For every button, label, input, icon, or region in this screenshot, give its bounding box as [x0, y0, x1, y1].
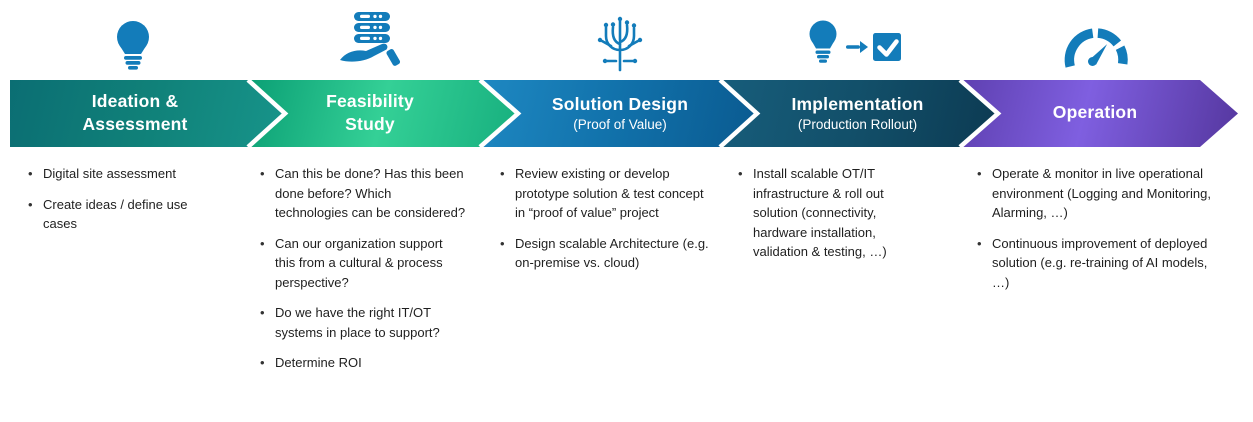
stage-label-implementation: Implementation (Production Rollout)	[735, 80, 980, 147]
brain-circuit-icon	[594, 14, 646, 77]
gauge-icon	[1060, 16, 1132, 75]
stage-label-operation: Operation	[975, 80, 1215, 147]
stage-chevron-band	[10, 80, 1238, 147]
lightbulb-to-check-icon	[803, 20, 909, 77]
stage-title: Operation	[1052, 102, 1138, 123]
bullet-item: Continuous improvement of deployed solut…	[975, 234, 1215, 293]
server-hand-icon	[336, 8, 408, 77]
chevron-stage-operation	[960, 80, 1238, 147]
bullet-item: Determine ROI	[258, 353, 466, 373]
bullet-item: Digital site assessment	[26, 164, 222, 184]
chevron-stage-implementation	[720, 80, 998, 147]
bullet-item: Review existing or develop prototype sol…	[498, 164, 710, 223]
lightbulb-icon	[110, 20, 156, 75]
stage-title: Solution Design	[551, 94, 689, 115]
stage-separator	[478, 80, 522, 147]
stage-label-solution-design: Solution Design (Proof of Value)	[495, 80, 745, 147]
stage-separator	[718, 80, 761, 147]
stage-title: Feasibility Study	[326, 90, 414, 134]
bullet-item: Can this be done? Has this been done bef…	[258, 164, 466, 223]
stage-title: Ideation & Assessment	[82, 90, 188, 134]
bullet-item: Do we have the right IT/OT systems in pl…	[258, 303, 466, 342]
chevron-stage-feasibility-study	[245, 80, 518, 147]
bullet-item: Can our organization support this from a…	[258, 234, 466, 293]
chevron-stage-solution-design	[480, 80, 757, 147]
chevron-stage-ideation-assessment	[10, 80, 285, 147]
stage-title: Implementation	[791, 94, 924, 115]
stage-subtitle: (Production Rollout)	[797, 117, 918, 133]
stage-subtitle: (Proof of Value)	[573, 117, 667, 133]
bullets-operation: Operate & monitor in live operational en…	[975, 164, 1215, 303]
brain-circuit-icon-svg	[597, 16, 643, 72]
stage-separator	[958, 80, 1002, 147]
lightbulb-icon-svg	[117, 21, 149, 70]
stage-separator	[246, 80, 289, 147]
bullet-item: Design scalable Architecture (e.g. on-pr…	[498, 234, 710, 273]
bullets-ideation-assessment: Digital site assessmentCreate ideas / de…	[26, 164, 222, 245]
server-hand-icon-svg	[340, 12, 401, 66]
bullets-solution-design: Review existing or develop prototype sol…	[498, 164, 710, 284]
bullet-item: Create ideas / define use cases	[26, 195, 222, 234]
bullet-item: Operate & monitor in live operational en…	[975, 164, 1215, 223]
stage-label-ideation-assessment: Ideation & Assessment	[10, 80, 260, 147]
bullets-feasibility-study: Can this be done? Has this been done bef…	[258, 164, 466, 384]
gauge-icon-svg	[1064, 28, 1128, 68]
lightbulb-to-check-icon-svg	[809, 20, 901, 63]
bullets-implementation: Install scalable OT/IT infrastructure & …	[736, 164, 932, 273]
bullet-item: Install scalable OT/IT infrastructure & …	[736, 164, 932, 262]
stage-label-feasibility-study: Feasibility Study	[250, 80, 490, 147]
